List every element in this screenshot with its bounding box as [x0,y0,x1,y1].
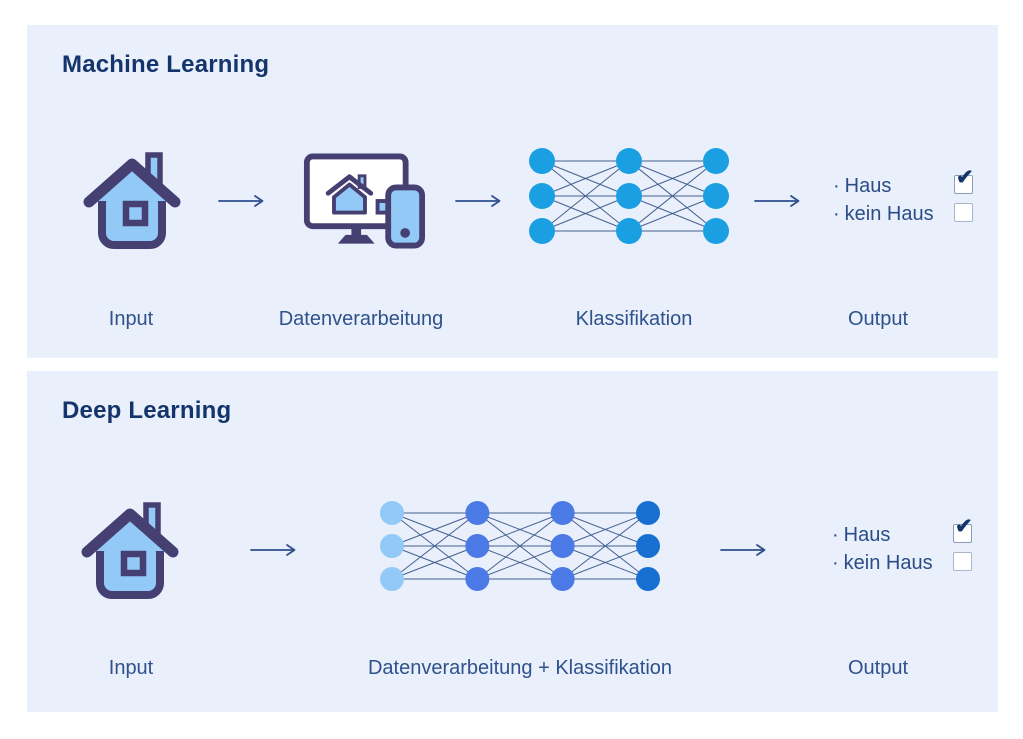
neural-network-diagram [527,146,731,251]
checkbox-haus[interactable]: ✔ [954,167,974,194]
checkbox-haus[interactable]: ✔ [953,516,973,543]
bullet: · [833,174,840,197]
step-label-output: Output [847,308,909,330]
step-label-input: Input [108,657,154,679]
step-label-datenverarbeitung: Datenverarbeitung [278,308,444,330]
panel-title-deep-learning: Deep Learning [62,397,232,424]
output-item-label: Haus [844,174,892,197]
bullet: · [833,202,840,225]
step-label-input: Input [108,308,154,330]
step-label-datenverarbeitung-klassifikation: Datenverarbeitung + Klassifikation [367,657,673,679]
deep-neural-network-diagram [378,499,662,598]
house-icon [80,497,180,604]
checkbox-kein-haus[interactable]: ✔ [953,552,972,571]
arrow-right-icon [250,542,300,563]
output-item-label: Haus [843,523,891,546]
machine-learning-panel: Machine Learning [27,25,998,358]
output-item-label: kein Haus [843,551,933,574]
output-list: · Haus ✔ · kein Haus ✔ [832,516,1002,577]
checkmark-icon: ✔ [956,166,974,189]
arrow-right-icon [218,193,268,214]
data-processing-icon [303,152,425,255]
output-item-kein-haus: · kein Haus ✔ [832,549,1002,577]
output-list: · Haus ✔ · kein Haus ✔ [833,167,1003,228]
output-item-kein-haus: · kein Haus ✔ [833,200,1003,228]
output-item-haus: · Haus ✔ [833,167,1003,200]
output-item-label: kein Haus [844,202,934,225]
step-label-klassifikation: Klassifikation [575,308,693,330]
checkbox-kein-haus[interactable]: ✔ [954,203,973,222]
arrow-right-icon [455,193,505,214]
checkmark-icon: ✔ [955,515,973,538]
arrow-right-icon [754,193,804,214]
deep-learning-panel: Deep Learning [27,371,998,712]
step-label-output: Output [847,657,909,679]
bullet: · [832,523,839,546]
output-item-haus: · Haus ✔ [832,516,1002,549]
house-icon [82,147,182,254]
bullet: · [832,551,839,574]
panel-title-machine-learning: Machine Learning [62,51,270,78]
arrow-right-icon [720,542,770,563]
